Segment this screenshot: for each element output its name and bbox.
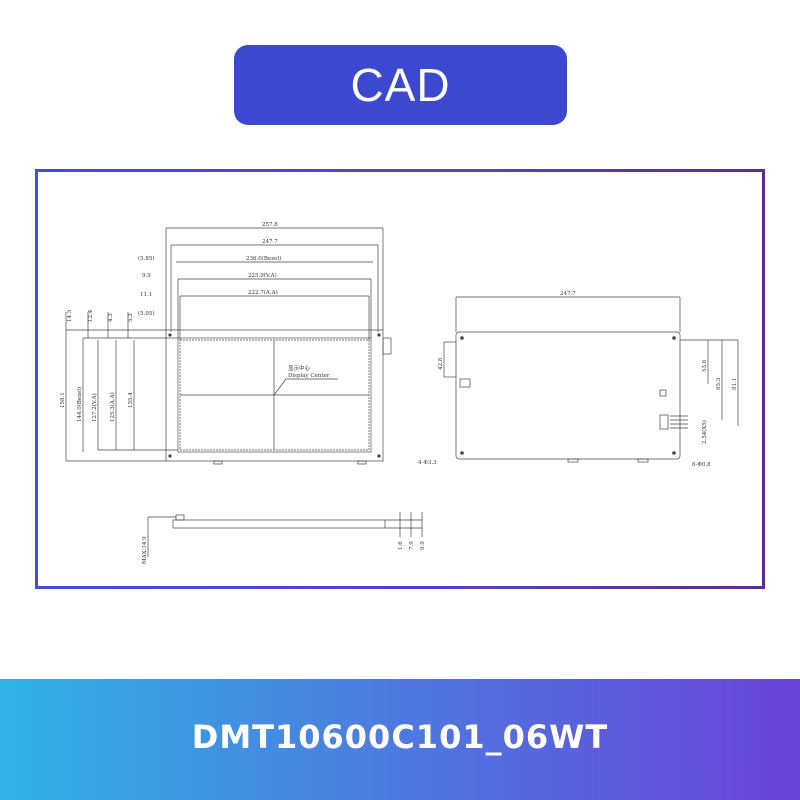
dim-top-v-3: 4.3 [108, 313, 114, 322]
dim-bezel-outer-width: 247.7 [262, 239, 278, 245]
front-bezel-outline [165, 329, 384, 462]
dim-rear-pitch: 2.54(X5) [701, 420, 708, 444]
cad-title-badge: CAD [234, 45, 567, 125]
dim-left-offset-4: (5.05) [138, 310, 155, 317]
dim-left-offset-1: (5.85) [138, 255, 155, 262]
cad-drawing-frame: 257.8 247.7 236.0(Bezel) 225.0(V.A) 222.… [35, 169, 765, 589]
dim-side-2: 7.9 [409, 541, 415, 550]
rear-view-outline [455, 331, 681, 460]
dim-top-v-1: 14.5 [67, 309, 73, 322]
dim-bezel-height: 144.0(Bezel) [76, 387, 83, 422]
dim-side-3: 9.9 [420, 541, 426, 550]
cad-drawing: 257.8 247.7 236.0(Bezel) 225.0(V.A) 222.… [60, 222, 739, 564]
dim-bezel-width: 236.0(Bezel) [246, 255, 281, 262]
dim-rear-right-2: 85.3 [716, 377, 722, 390]
dim-rear-right-1: 53.6 [702, 359, 708, 372]
cad-title-text: CAD [350, 59, 451, 111]
dim-side-1: 1.6 [398, 541, 404, 550]
dim-left-offset-2: 9.9 [142, 273, 151, 279]
dim-view-area-height: 127.2(V.A) [91, 393, 98, 422]
dim-inner-height: 135.4 [128, 392, 134, 408]
dim-top-v-2: 12.4 [88, 309, 94, 322]
side-view-outline [172, 519, 386, 529]
display-center-en: Display Center [288, 373, 330, 379]
dim-active-area-width: 222.7(A.A) [248, 289, 278, 296]
dim-active-area-height: 125.3(A.A) [109, 392, 116, 422]
front-view-area [177, 337, 372, 453]
dim-rear-right-3: 91.1 [732, 378, 738, 390]
dim-rear-width: 247.7 [560, 291, 576, 297]
dim-view-area-width: 225.0(V.A) [248, 272, 277, 279]
dim-left-offset-3: 11.1 [140, 292, 152, 298]
dim-overall-width: 257.8 [262, 222, 278, 228]
side-max-thickness: MAX:14.9 [142, 536, 148, 564]
dim-top-v-4: 5.3 [128, 313, 134, 322]
dim-rear-left: 42.8 [438, 357, 444, 370]
rear-hole-label: 4-Φ3.3 [418, 460, 437, 466]
rear-pin-label: 6-Φ0.8 [692, 462, 711, 468]
model-name: DMT10600C101_06WT [191, 717, 609, 756]
footer-banner: DMT10600C101_06WT [0, 679, 800, 800]
display-center-cn: 显示中心 [288, 364, 311, 372]
dim-overall-height: 158.1 [60, 392, 66, 408]
